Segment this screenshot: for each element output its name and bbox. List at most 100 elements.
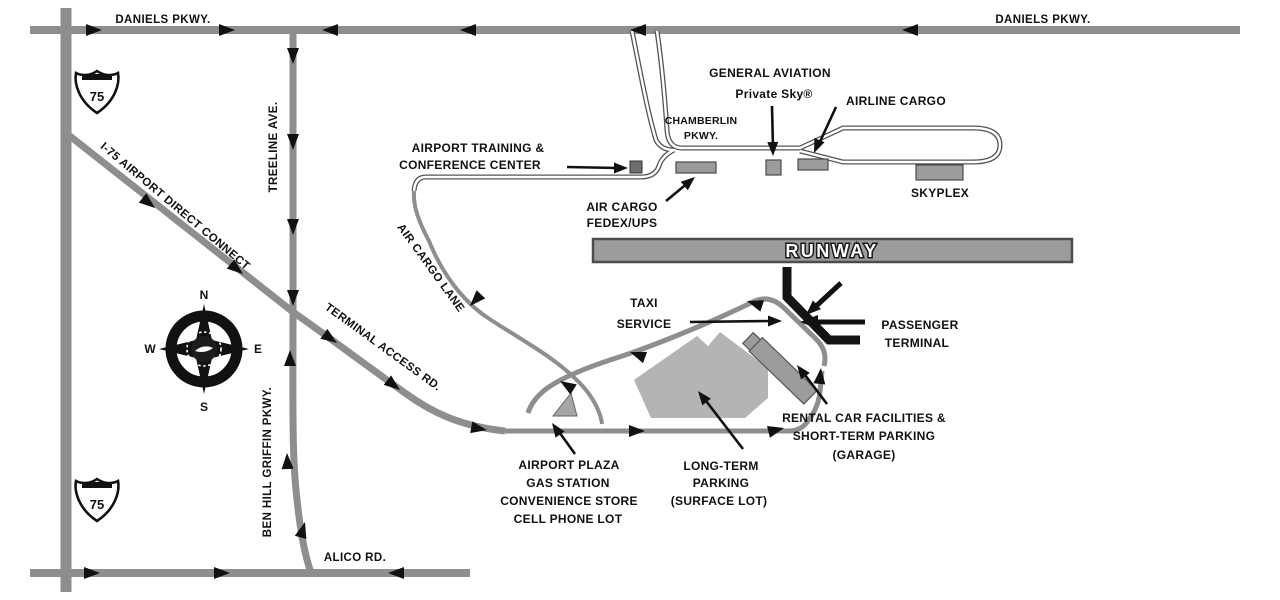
flow-arrow xyxy=(629,425,645,437)
passenger-terminal-label-1: PASSENGER xyxy=(881,318,958,332)
terminal-curb-pointer-line xyxy=(811,281,843,311)
chamberlin-pkwy-label-1: CHAMBERLIN xyxy=(665,115,738,127)
flow-arrow xyxy=(86,24,102,36)
flow-arrow xyxy=(138,193,155,208)
compass-north: N xyxy=(200,288,209,302)
skyplex-label: SKYPLEX xyxy=(911,186,969,200)
flow-arrow xyxy=(388,567,404,579)
passenger-terminal-shape xyxy=(782,267,860,345)
flow-arrow xyxy=(383,375,400,390)
road-air-cargo-lane xyxy=(411,190,604,425)
ben-hill-griffin-label: BEN HILL GRIFFIN PKWY. xyxy=(262,387,274,537)
chamberlin-pkwy-road xyxy=(680,125,1003,165)
longterm-label-2: PARKING xyxy=(693,476,750,490)
rental-label-2: SHORT-TERM PARKING xyxy=(793,429,936,443)
fedex-label-2: FEDEX/UPS xyxy=(587,216,658,230)
loop-inbound-road xyxy=(505,370,825,434)
taxi-pointer-head xyxy=(768,315,782,327)
longterm-pointer-head xyxy=(698,391,711,406)
i75-shield-top: 75 xyxy=(74,69,120,115)
daniels-pkwy-label-west: DANIELS PKWY. xyxy=(115,14,210,26)
shield-banner xyxy=(82,74,112,80)
compass-dashed-ring xyxy=(186,331,222,367)
fedex-label-1: AIR CARGO xyxy=(586,200,657,214)
daniels-pkwy-label-east: DANIELS PKWY. xyxy=(995,14,1090,26)
general-aviation-pointer-line xyxy=(770,105,775,149)
flow-arrow xyxy=(294,522,307,540)
flow-arrow xyxy=(560,381,577,395)
flow-arrow xyxy=(84,567,100,579)
air-cargo-lane-label: AIR CARGO LANE xyxy=(394,222,466,315)
shield-number: 75 xyxy=(90,497,104,512)
longterm-pointer-line xyxy=(701,396,745,450)
terminal-curb-pointer-head xyxy=(806,300,822,315)
skyplex-building xyxy=(915,164,964,181)
i75-shield-bottom: 75 xyxy=(74,477,120,523)
general-aviation-label-1: GENERAL AVIATION xyxy=(709,66,831,80)
traffic-flow-arrows xyxy=(84,24,918,579)
chamberlin-ramp-inner xyxy=(654,30,683,151)
terminal-frontage-road xyxy=(756,296,828,367)
conference-center-building xyxy=(629,160,643,174)
taxi-service-label-1: TAXI xyxy=(630,296,658,310)
flow-arrow xyxy=(460,24,476,36)
passenger-pointer-head xyxy=(800,315,818,329)
rental-pointer-head xyxy=(797,365,810,380)
airline-cargo-pointer-line xyxy=(816,106,838,147)
airline-cargo-building xyxy=(797,158,829,171)
taxi-pointer-line xyxy=(689,319,773,324)
compass-center-emblem xyxy=(195,346,213,352)
compass-east: E xyxy=(254,342,262,356)
flow-arrow xyxy=(281,453,294,470)
training-center-label-2: CONFERENCE CENTER xyxy=(399,158,541,172)
flow-arrow xyxy=(287,219,299,235)
training-pointer-head xyxy=(614,162,628,174)
rental-car-garage xyxy=(748,336,818,405)
rental-label-1: RENTAL CAR FACILITIES & xyxy=(782,411,946,425)
flow-arrow xyxy=(320,328,337,343)
training-pointer-line xyxy=(566,165,619,170)
plaza-pointer-head xyxy=(552,423,565,438)
general-aviation-pointer-head xyxy=(767,141,779,156)
plaza-label-4: CELL PHONE LOT xyxy=(514,512,623,526)
compass-south: S xyxy=(200,400,208,414)
direct-connect-label: I-75 AIRPORT DIRECT CONNECT xyxy=(98,141,252,273)
road-terminal-access xyxy=(290,309,506,435)
road-i75-direct-connect xyxy=(63,130,296,315)
compass-west: W xyxy=(144,342,156,356)
flow-arrow xyxy=(219,24,235,36)
service-roads xyxy=(411,30,1003,192)
long-term-parking-lot xyxy=(634,332,768,418)
rental-label-3: (GARAGE) xyxy=(832,448,895,462)
flow-arrow xyxy=(630,351,648,364)
training-center-label-1: AIRPORT TRAINING & xyxy=(412,141,545,155)
longterm-label-3: (SURFACE LOT) xyxy=(671,494,768,508)
flow-arrow xyxy=(214,567,230,579)
runway-label: RUNWAY xyxy=(785,241,878,261)
longterm-label-1: LONG-TERM xyxy=(683,459,758,473)
flow-arrow xyxy=(470,421,487,434)
flow-arrow xyxy=(226,259,243,274)
plaza-label-1: AIRPORT PLAZA xyxy=(518,458,619,472)
passenger-terminal-label-2: TERMINAL xyxy=(885,336,949,350)
treeline-ave-label: TREELINE AVE. xyxy=(268,102,280,193)
fedex-pointer-head xyxy=(680,177,695,191)
airline-cargo-pointer-head xyxy=(814,137,825,153)
flow-arrow xyxy=(902,24,918,36)
flow-arrow xyxy=(287,48,299,64)
airport-plaza-site xyxy=(551,391,578,417)
general-aviation-building xyxy=(765,159,782,176)
flow-arrow xyxy=(767,426,784,438)
flow-arrow xyxy=(287,134,299,150)
runway-shape xyxy=(591,237,1074,264)
general-aviation-label-2: Private Sky® xyxy=(735,87,812,101)
annotation-arrows xyxy=(552,105,865,455)
air-cargo-fedex-building xyxy=(675,161,717,174)
flow-arrow xyxy=(630,24,646,36)
taxi-service-label-2: SERVICE xyxy=(617,317,672,331)
plaza-label-2: GAS STATION xyxy=(526,476,610,490)
alico-rd-label: ALICO RD. xyxy=(324,552,386,564)
flow-arrow xyxy=(813,368,826,385)
